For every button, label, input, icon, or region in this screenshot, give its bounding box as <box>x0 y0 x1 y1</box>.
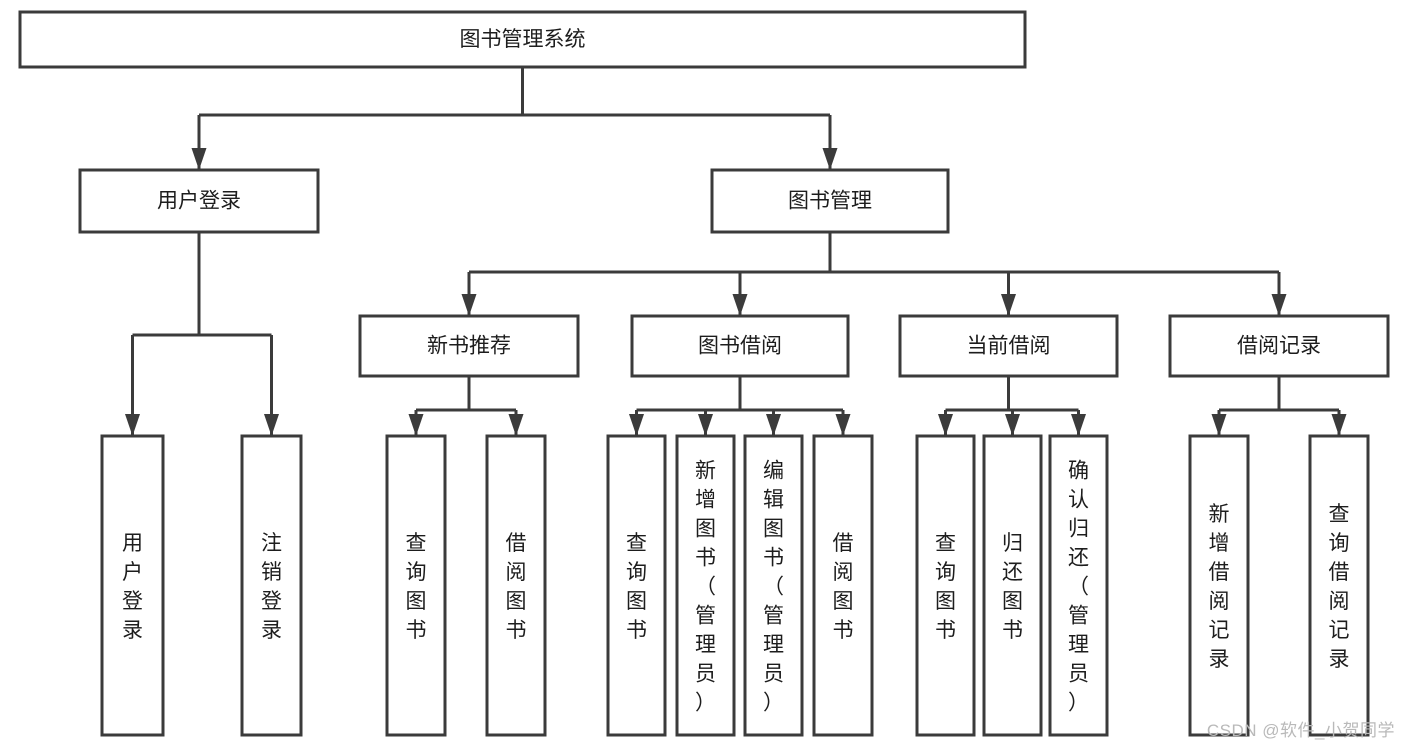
arrow-head-icon <box>1001 294 1016 316</box>
arrow-head-icon <box>461 294 477 316</box>
arrow-head-icon <box>1331 414 1347 436</box>
arrow-head-icon <box>938 414 953 436</box>
node-root[interactable]: 图书管理系统 <box>18 10 1027 69</box>
node-l3-e2[interactable]: 查询借阅记录 <box>1308 434 1370 737</box>
node-l3-c2[interactable]: 新增图书（管理员） <box>675 434 736 737</box>
arrow-head-icon <box>264 414 279 436</box>
node-box <box>812 434 874 737</box>
node-label: 借阅图书 <box>833 532 854 642</box>
node-box <box>982 434 1043 737</box>
node-box <box>358 314 580 378</box>
node-label: 当前借阅 <box>967 335 1051 358</box>
node-label: 注销登录 <box>261 532 282 642</box>
node-label: 归还图书 <box>1002 532 1023 642</box>
node-label: 查询图书 <box>406 532 427 642</box>
node-label: 查询图书 <box>935 532 956 642</box>
node-label: 新书推荐 <box>427 335 511 358</box>
arrow-head-icon <box>822 148 838 170</box>
nodes-layer: 图书管理系统用户登录图书管理新书推荐图书借阅当前借阅借阅记录用户登录注销登录查询… <box>18 10 1390 737</box>
node-l2-current[interactable]: 当前借阅 <box>898 314 1119 378</box>
arrow-head-icon <box>698 414 713 436</box>
arrow-head-icon <box>1005 414 1020 436</box>
node-l3-d2[interactable]: 归还图书 <box>982 434 1043 737</box>
node-l3-b2[interactable]: 借阅图书 <box>485 434 547 737</box>
node-box <box>710 168 950 234</box>
arrow-head-icon <box>508 414 524 436</box>
arrow-head-icon <box>125 414 140 436</box>
node-label: 确认归还（管理员） <box>1068 460 1089 715</box>
edges-layer <box>125 67 1347 436</box>
node-box <box>675 434 736 737</box>
node-box <box>385 434 447 737</box>
node-label: 编辑图书（管理员） <box>763 460 784 715</box>
node-box <box>898 314 1119 378</box>
arrow-head-icon <box>766 414 781 436</box>
node-box <box>78 168 320 234</box>
node-l1-user-login[interactable]: 用户登录 <box>78 168 320 234</box>
arrow-head-icon <box>629 414 644 436</box>
node-box <box>915 434 976 737</box>
node-l3-e1[interactable]: 新增借阅记录 <box>1188 434 1250 737</box>
node-label: 新增借阅记录 <box>1209 503 1230 671</box>
node-l3-a1[interactable]: 用户登录 <box>100 434 165 737</box>
node-label: 借阅图书 <box>506 532 527 642</box>
node-l3-d1[interactable]: 查询图书 <box>915 434 976 737</box>
arrow-head-icon <box>408 414 424 436</box>
node-l2-new-book[interactable]: 新书推荐 <box>358 314 580 378</box>
node-label: 用户登录 <box>122 532 143 642</box>
node-box <box>1048 434 1109 737</box>
node-box <box>485 434 547 737</box>
node-box <box>1168 314 1390 378</box>
node-l3-d3[interactable]: 确认归还（管理员） <box>1048 434 1109 737</box>
node-box <box>630 314 850 378</box>
node-l2-borrow[interactable]: 图书借阅 <box>630 314 850 378</box>
node-l3-c1[interactable]: 查询图书 <box>606 434 667 737</box>
node-box <box>1188 434 1250 737</box>
node-label: 查询借阅记录 <box>1329 503 1350 671</box>
node-box <box>100 434 165 737</box>
node-label: 查询图书 <box>626 532 647 642</box>
node-l2-record[interactable]: 借阅记录 <box>1168 314 1390 378</box>
node-box <box>18 10 1027 69</box>
node-label: 图书借阅 <box>698 335 782 358</box>
node-box <box>1308 434 1370 737</box>
node-box <box>240 434 303 737</box>
node-label: 新增图书（管理员） <box>695 460 716 715</box>
arrow-head-icon <box>1271 294 1287 316</box>
node-l3-b1[interactable]: 查询图书 <box>385 434 447 737</box>
node-l3-c4[interactable]: 借阅图书 <box>812 434 874 737</box>
arrow-head-icon <box>1071 414 1086 436</box>
node-label: 图书管理 <box>788 190 872 213</box>
node-box <box>743 434 804 737</box>
node-l3-a2[interactable]: 注销登录 <box>240 434 303 737</box>
node-l3-c3[interactable]: 编辑图书（管理员） <box>743 434 804 737</box>
node-label: 图书管理系统 <box>460 28 586 51</box>
watermark-label: CSDN @软件_小贺同学 <box>1206 721 1395 740</box>
node-box <box>606 434 667 737</box>
arrow-head-icon <box>732 294 748 316</box>
arrow-head-icon <box>1211 414 1227 436</box>
arrow-head-icon <box>835 414 851 436</box>
node-l1-book-mgmt[interactable]: 图书管理 <box>710 168 950 234</box>
node-label: 用户登录 <box>157 190 241 213</box>
node-label: 借阅记录 <box>1237 335 1321 358</box>
arrow-head-icon <box>191 148 207 170</box>
